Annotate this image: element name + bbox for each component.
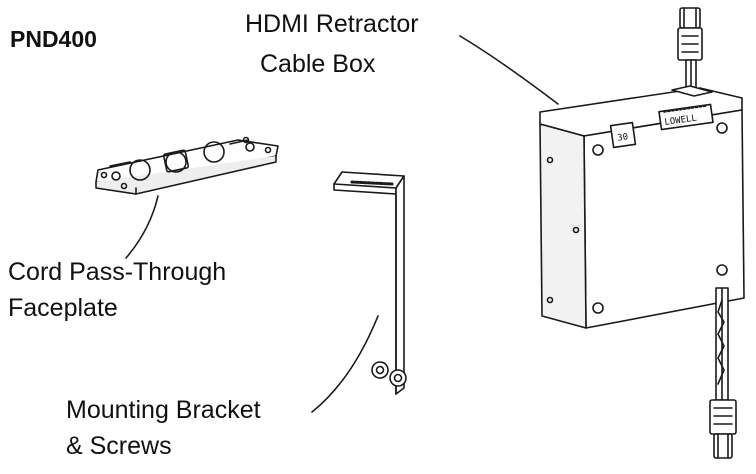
- box-leader: [459, 35, 559, 105]
- hdmi-bottom-cable: [709, 287, 737, 459]
- label-hdmi-box-line2: Cable Box: [260, 50, 376, 78]
- retractor-box-drawing: [539, 85, 745, 329]
- label-faceplate-line1: Cord Pass-Through: [8, 258, 227, 286]
- box-brand-label: LOWELL: [664, 114, 698, 128]
- label-bracket-line2: & Screws: [66, 432, 172, 460]
- faceplate-leader: [125, 195, 159, 259]
- bracket-leader: [311, 315, 379, 413]
- label-bracket-line1: Mounting Bracket: [66, 396, 261, 424]
- label-faceplate-line2: Faceplate: [8, 294, 118, 322]
- hdmi-top-cable: [677, 7, 703, 89]
- product-title: PND400: [10, 26, 97, 52]
- bracket-drawing: [333, 171, 407, 395]
- box-small-badge: 30: [617, 132, 629, 143]
- faceplate-drawing: [95, 136, 279, 195]
- label-hdmi-box-line1: HDMI Retractor: [245, 10, 419, 38]
